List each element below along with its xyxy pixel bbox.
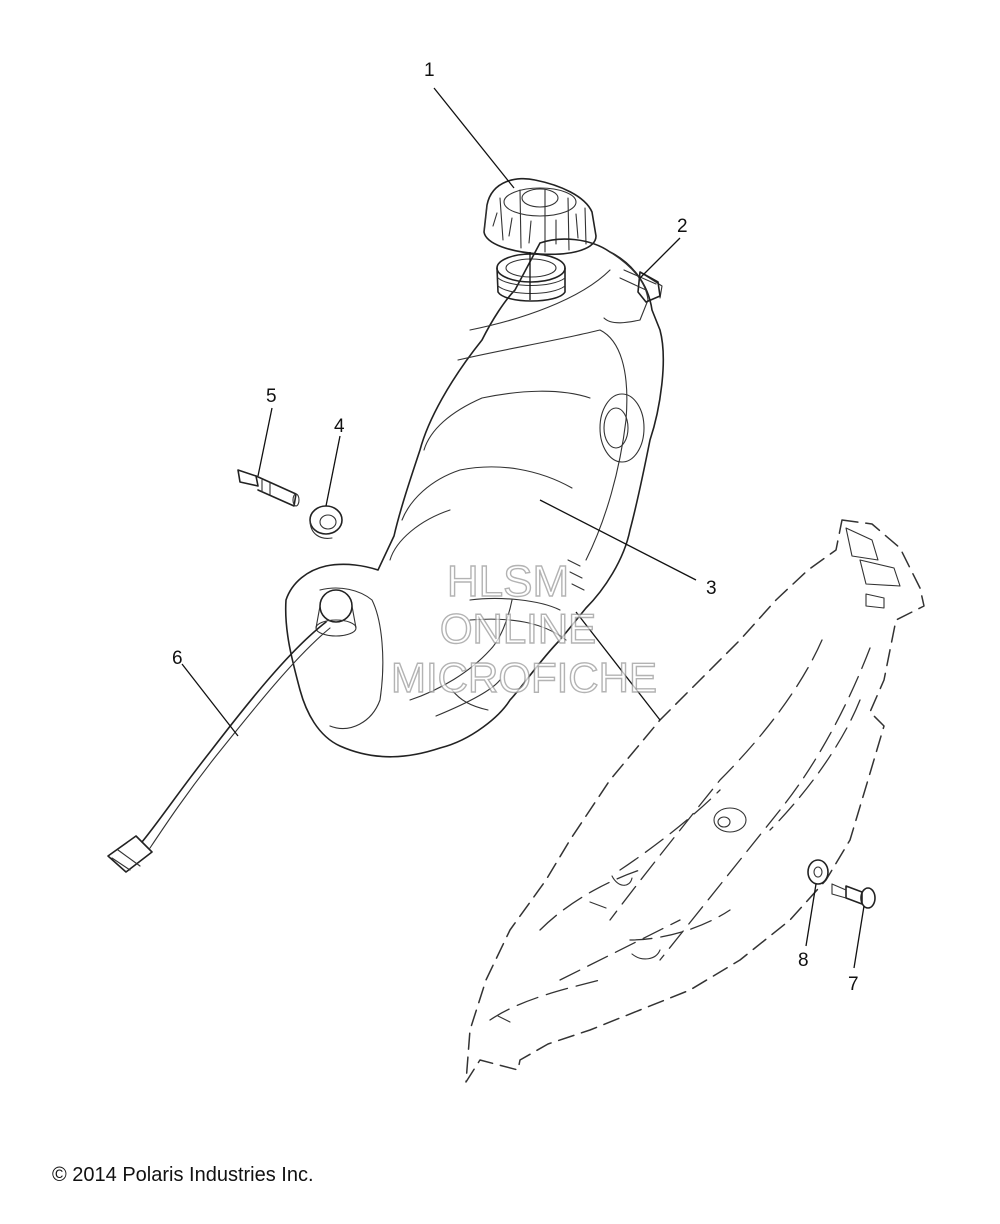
flange-bolt-part[interactable] (831, 883, 876, 909)
callout-6: 6 (172, 648, 183, 669)
callout-labels: 1 2 3 4 5 6 7 8 (172, 60, 859, 995)
leader-line-7 (853, 905, 865, 969)
callout-1: 1 (424, 60, 435, 81)
callout-2: 2 (677, 216, 688, 237)
copyright-notice: © 2014 Polaris Industries Inc. (52, 1164, 314, 1186)
leader-line-8 (805, 883, 817, 947)
leader-line-4 (325, 435, 341, 507)
watermark-line-3: MICROFICHE (391, 654, 657, 701)
bracket-phantom (465, 519, 925, 1083)
watermark: HLSM ONLINE MICROFICHE (390, 556, 657, 701)
watermark-line-1: HLSM (447, 557, 569, 606)
callout-5: 5 (266, 386, 277, 407)
leader-line-3 (539, 499, 697, 581)
leader-line-5 (257, 407, 273, 477)
callout-4: 4 (334, 416, 345, 437)
watermark-line-2: ONLINE (440, 605, 596, 652)
pin-fastener-part[interactable] (237, 469, 300, 507)
leader-line-2 (639, 237, 681, 279)
fuel-cap-part[interactable] (483, 177, 597, 256)
leader-line-1 (433, 87, 515, 189)
callout-3: 3 (706, 578, 717, 599)
grommet-part[interactable] (309, 505, 343, 539)
callout-7: 7 (848, 974, 859, 995)
leader-lines (181, 87, 865, 969)
sender-harness-part[interactable] (107, 621, 331, 873)
tank-clip-part[interactable] (637, 271, 661, 303)
callout-8: 8 (798, 950, 809, 971)
fuel-tank-part[interactable] (284, 238, 665, 758)
washer-part[interactable] (807, 859, 829, 885)
leader-line-6 (181, 663, 239, 737)
leader-line-3b (575, 611, 661, 721)
